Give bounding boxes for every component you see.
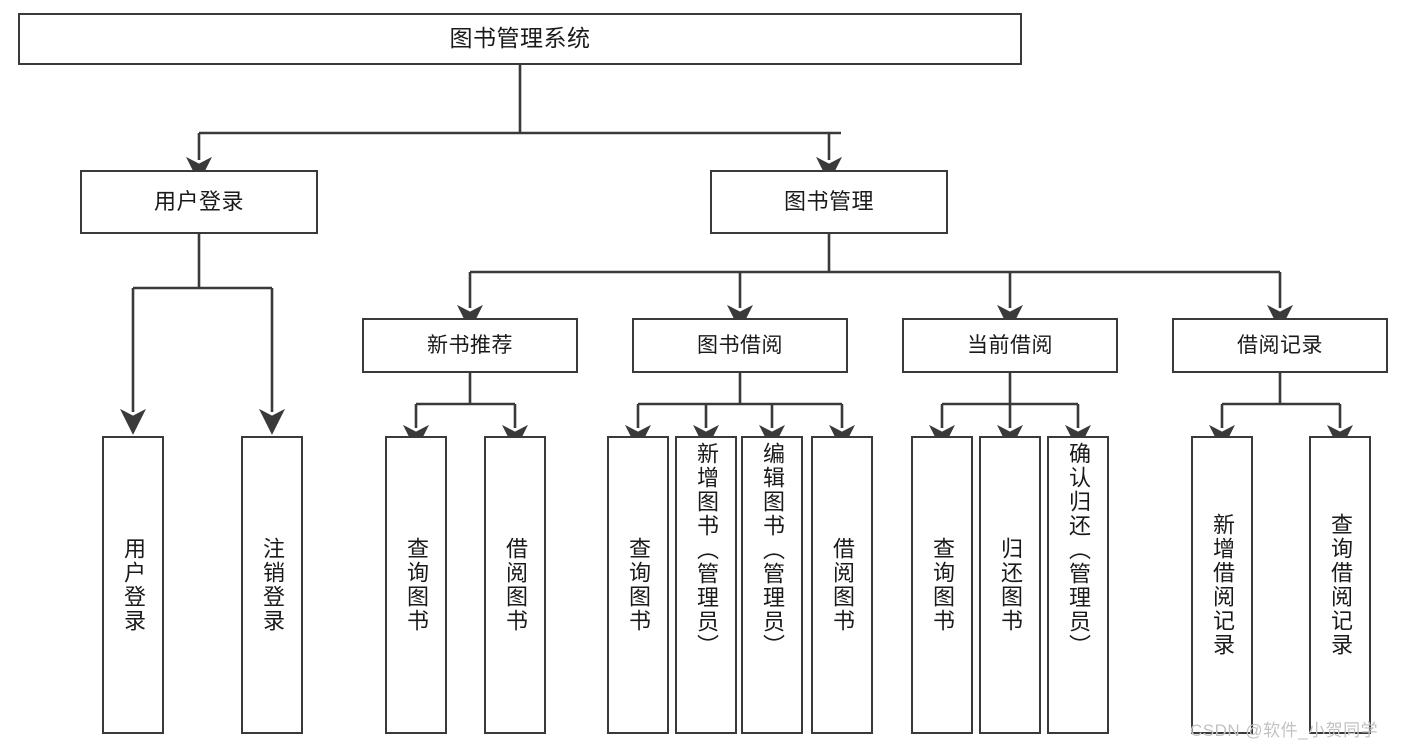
leaf-current-borrow-return[interactable]: 归还图书 — [979, 436, 1041, 734]
node-borrow-record-label: 借阅记录 — [1237, 333, 1323, 357]
node-new-book-recommend[interactable]: 新书推荐 — [362, 318, 578, 373]
leaf-book-borrow-edit-label: 编辑图书（管理员） — [759, 442, 785, 658]
node-root-label: 图书管理系统 — [449, 25, 591, 52]
leaf-new-book-query-label: 查询图书 — [403, 537, 429, 633]
leaf-borrow-record-add-label: 新增借阅记录 — [1209, 513, 1235, 657]
leaf-book-borrow-borrow[interactable]: 借阅图书 — [811, 436, 873, 734]
leaf-current-borrow-confirm[interactable]: 确认归还（管理员） — [1047, 436, 1109, 734]
leaf-user-login-login-label: 用户登录 — [120, 537, 146, 633]
leaf-book-borrow-add-label: 新增图书（管理员） — [693, 442, 719, 658]
node-book-borrow-label: 图书借阅 — [697, 333, 783, 357]
node-book-borrow[interactable]: 图书借阅 — [632, 318, 848, 373]
node-root[interactable]: 图书管理系统 — [18, 13, 1022, 65]
leaf-book-borrow-query-label: 查询图书 — [625, 537, 651, 633]
leaf-book-borrow-query[interactable]: 查询图书 — [607, 436, 669, 734]
leaf-book-borrow-borrow-label: 借阅图书 — [829, 537, 855, 633]
leaf-current-borrow-confirm-label: 确认归还（管理员） — [1065, 442, 1091, 658]
watermark: CSDN @软件_小贺同学 — [1190, 721, 1379, 740]
node-new-book-recommend-label: 新书推荐 — [427, 333, 513, 357]
leaf-new-book-query[interactable]: 查询图书 — [385, 436, 447, 734]
leaf-user-login-logout[interactable]: 注销登录 — [241, 436, 303, 734]
leaf-borrow-record-query[interactable]: 查询借阅记录 — [1309, 436, 1371, 734]
leaf-user-login-login[interactable]: 用户登录 — [102, 436, 164, 734]
leaf-new-book-borrow[interactable]: 借阅图书 — [484, 436, 546, 734]
leaf-user-login-logout-label: 注销登录 — [259, 537, 285, 633]
node-current-borrow-label: 当前借阅 — [967, 333, 1053, 357]
leaf-current-borrow-query-label: 查询图书 — [929, 537, 955, 633]
node-book-management-label: 图书管理 — [783, 188, 874, 214]
node-user-login[interactable]: 用户登录 — [80, 170, 318, 234]
node-user-login-label: 用户登录 — [153, 188, 244, 214]
leaf-new-book-borrow-label: 借阅图书 — [502, 537, 528, 633]
leaf-current-borrow-return-label: 归还图书 — [997, 537, 1023, 633]
leaf-borrow-record-add[interactable]: 新增借阅记录 — [1191, 436, 1253, 734]
leaf-current-borrow-query[interactable]: 查询图书 — [911, 436, 973, 734]
leaf-book-borrow-add[interactable]: 新增图书（管理员） — [675, 436, 737, 734]
node-current-borrow[interactable]: 当前借阅 — [902, 318, 1118, 373]
node-book-management[interactable]: 图书管理 — [710, 170, 948, 234]
leaf-book-borrow-edit[interactable]: 编辑图书（管理员） — [741, 436, 803, 734]
node-borrow-record[interactable]: 借阅记录 — [1172, 318, 1388, 373]
leaf-borrow-record-query-label: 查询借阅记录 — [1327, 513, 1353, 657]
